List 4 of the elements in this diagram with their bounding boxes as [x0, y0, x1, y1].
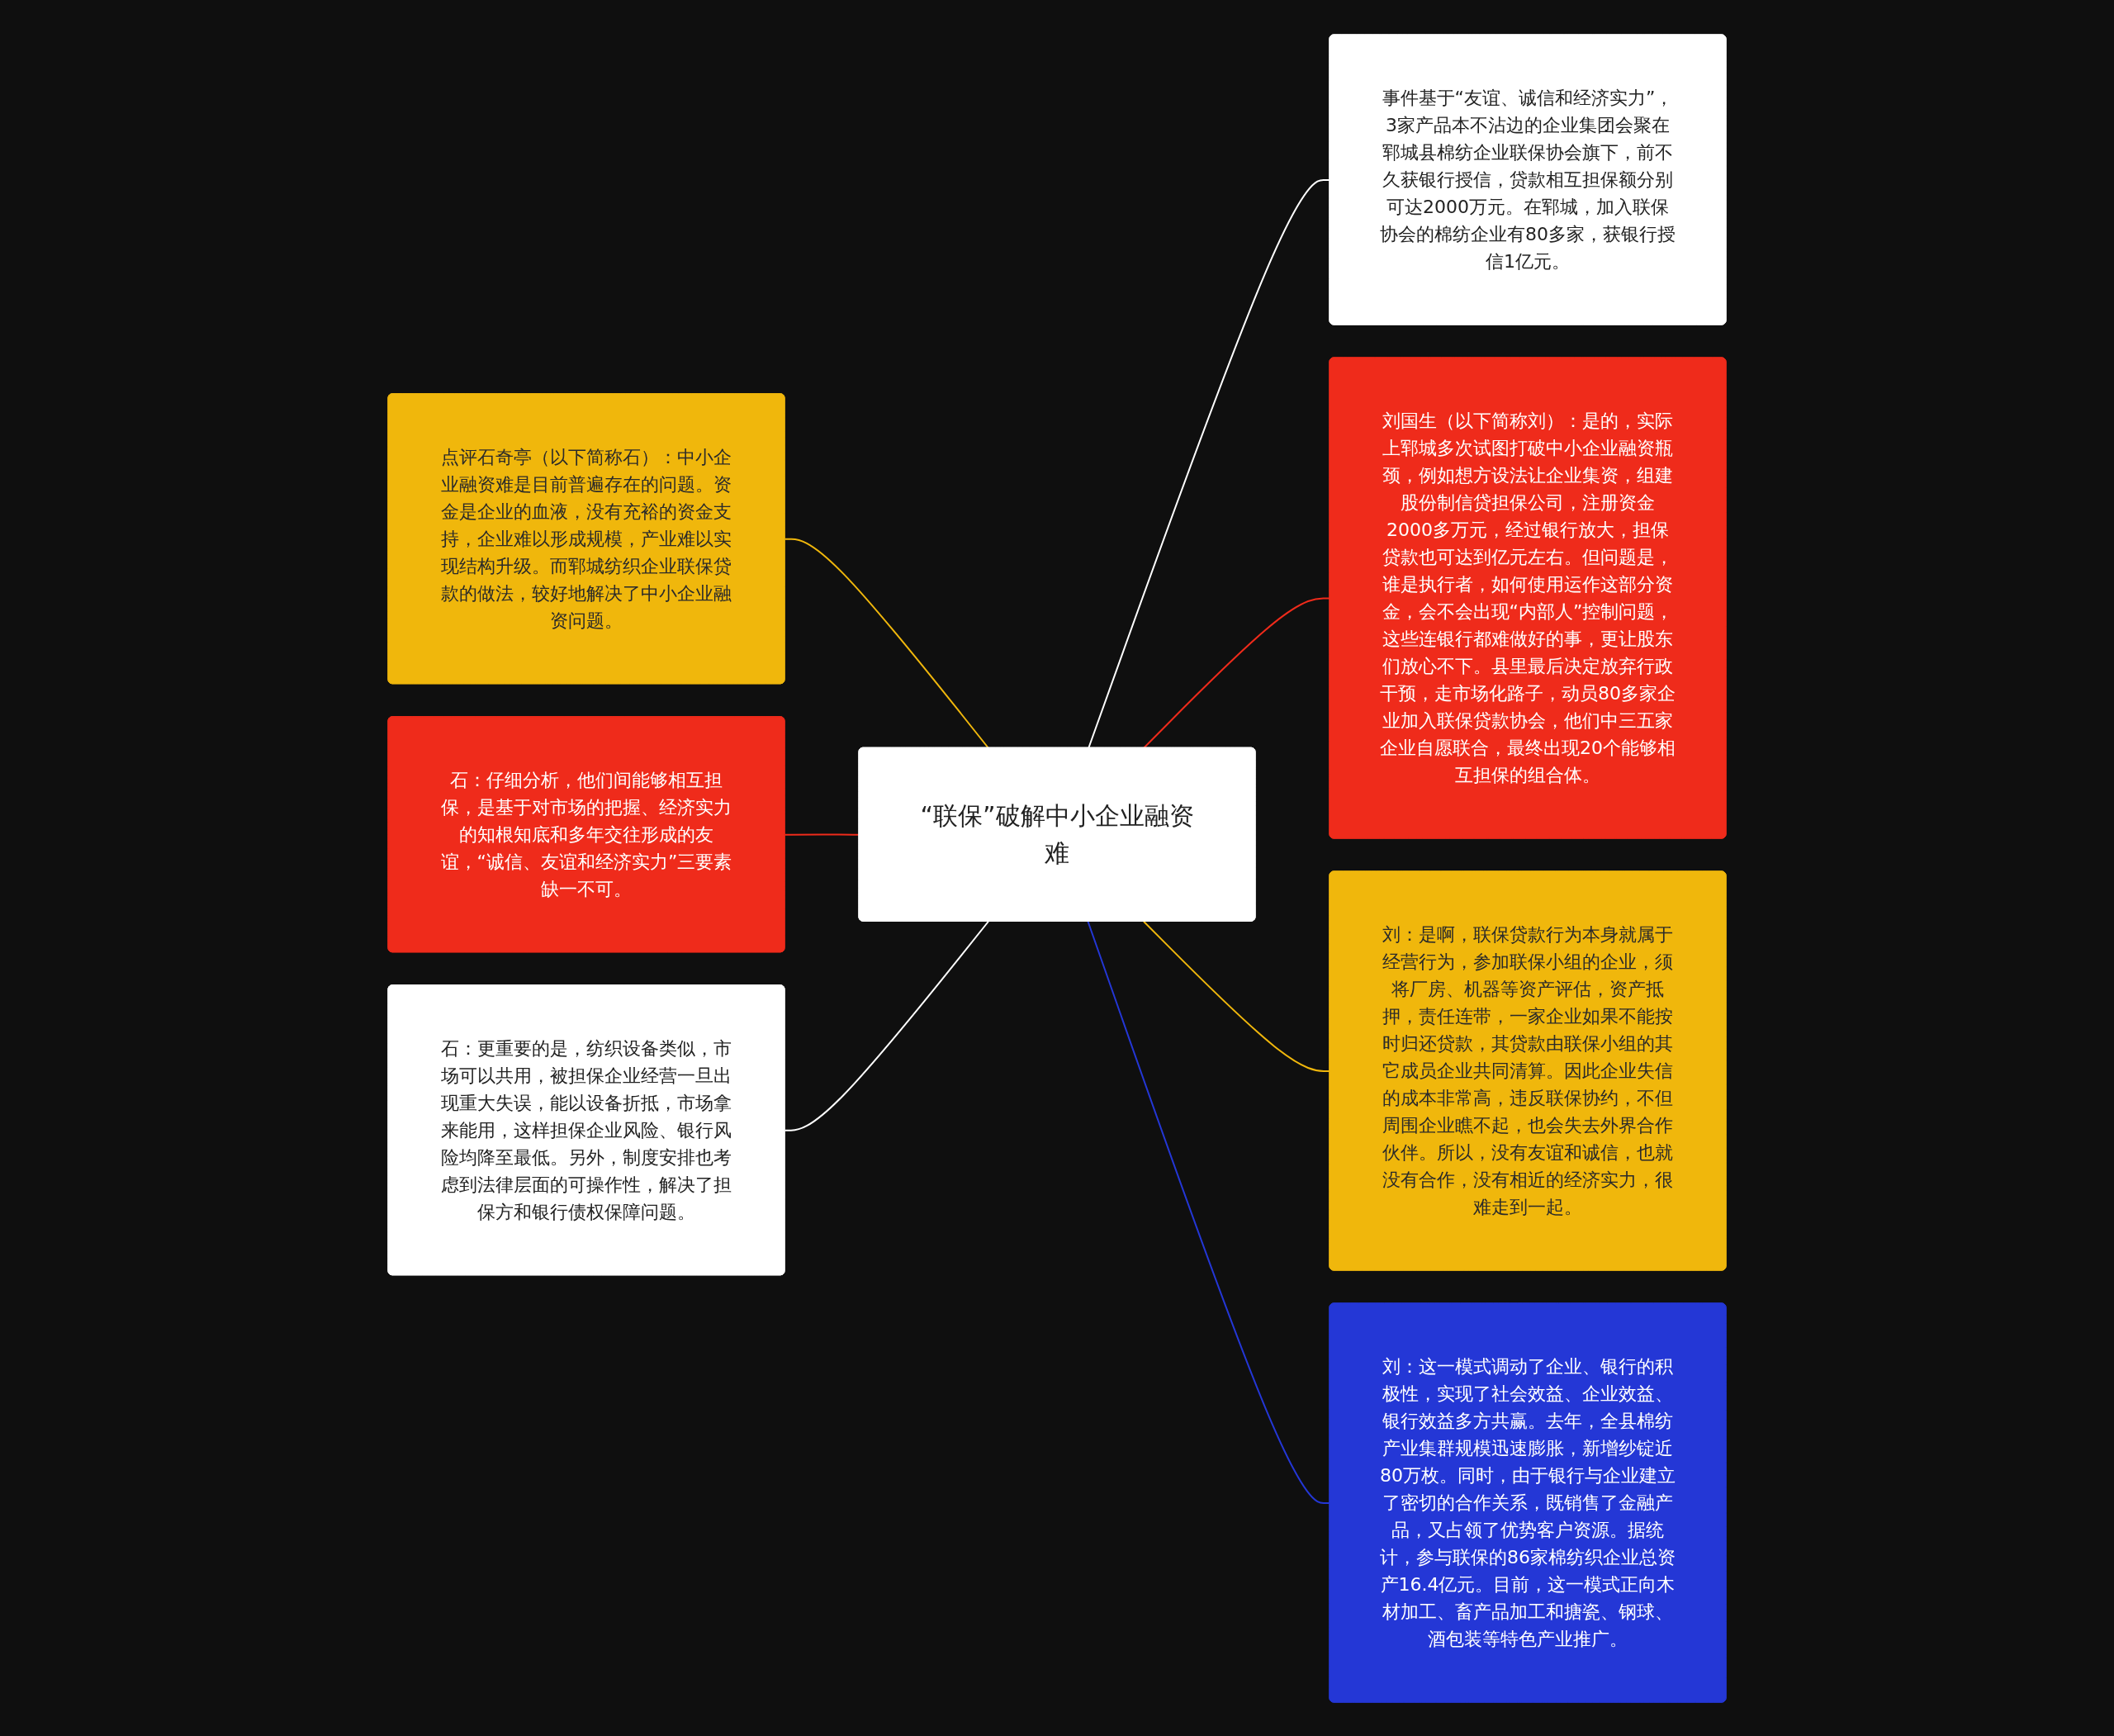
- connector: [1143, 920, 1331, 1072]
- connector: [1087, 920, 1331, 1504]
- connector: [784, 920, 989, 1131]
- connector: [784, 832, 860, 836]
